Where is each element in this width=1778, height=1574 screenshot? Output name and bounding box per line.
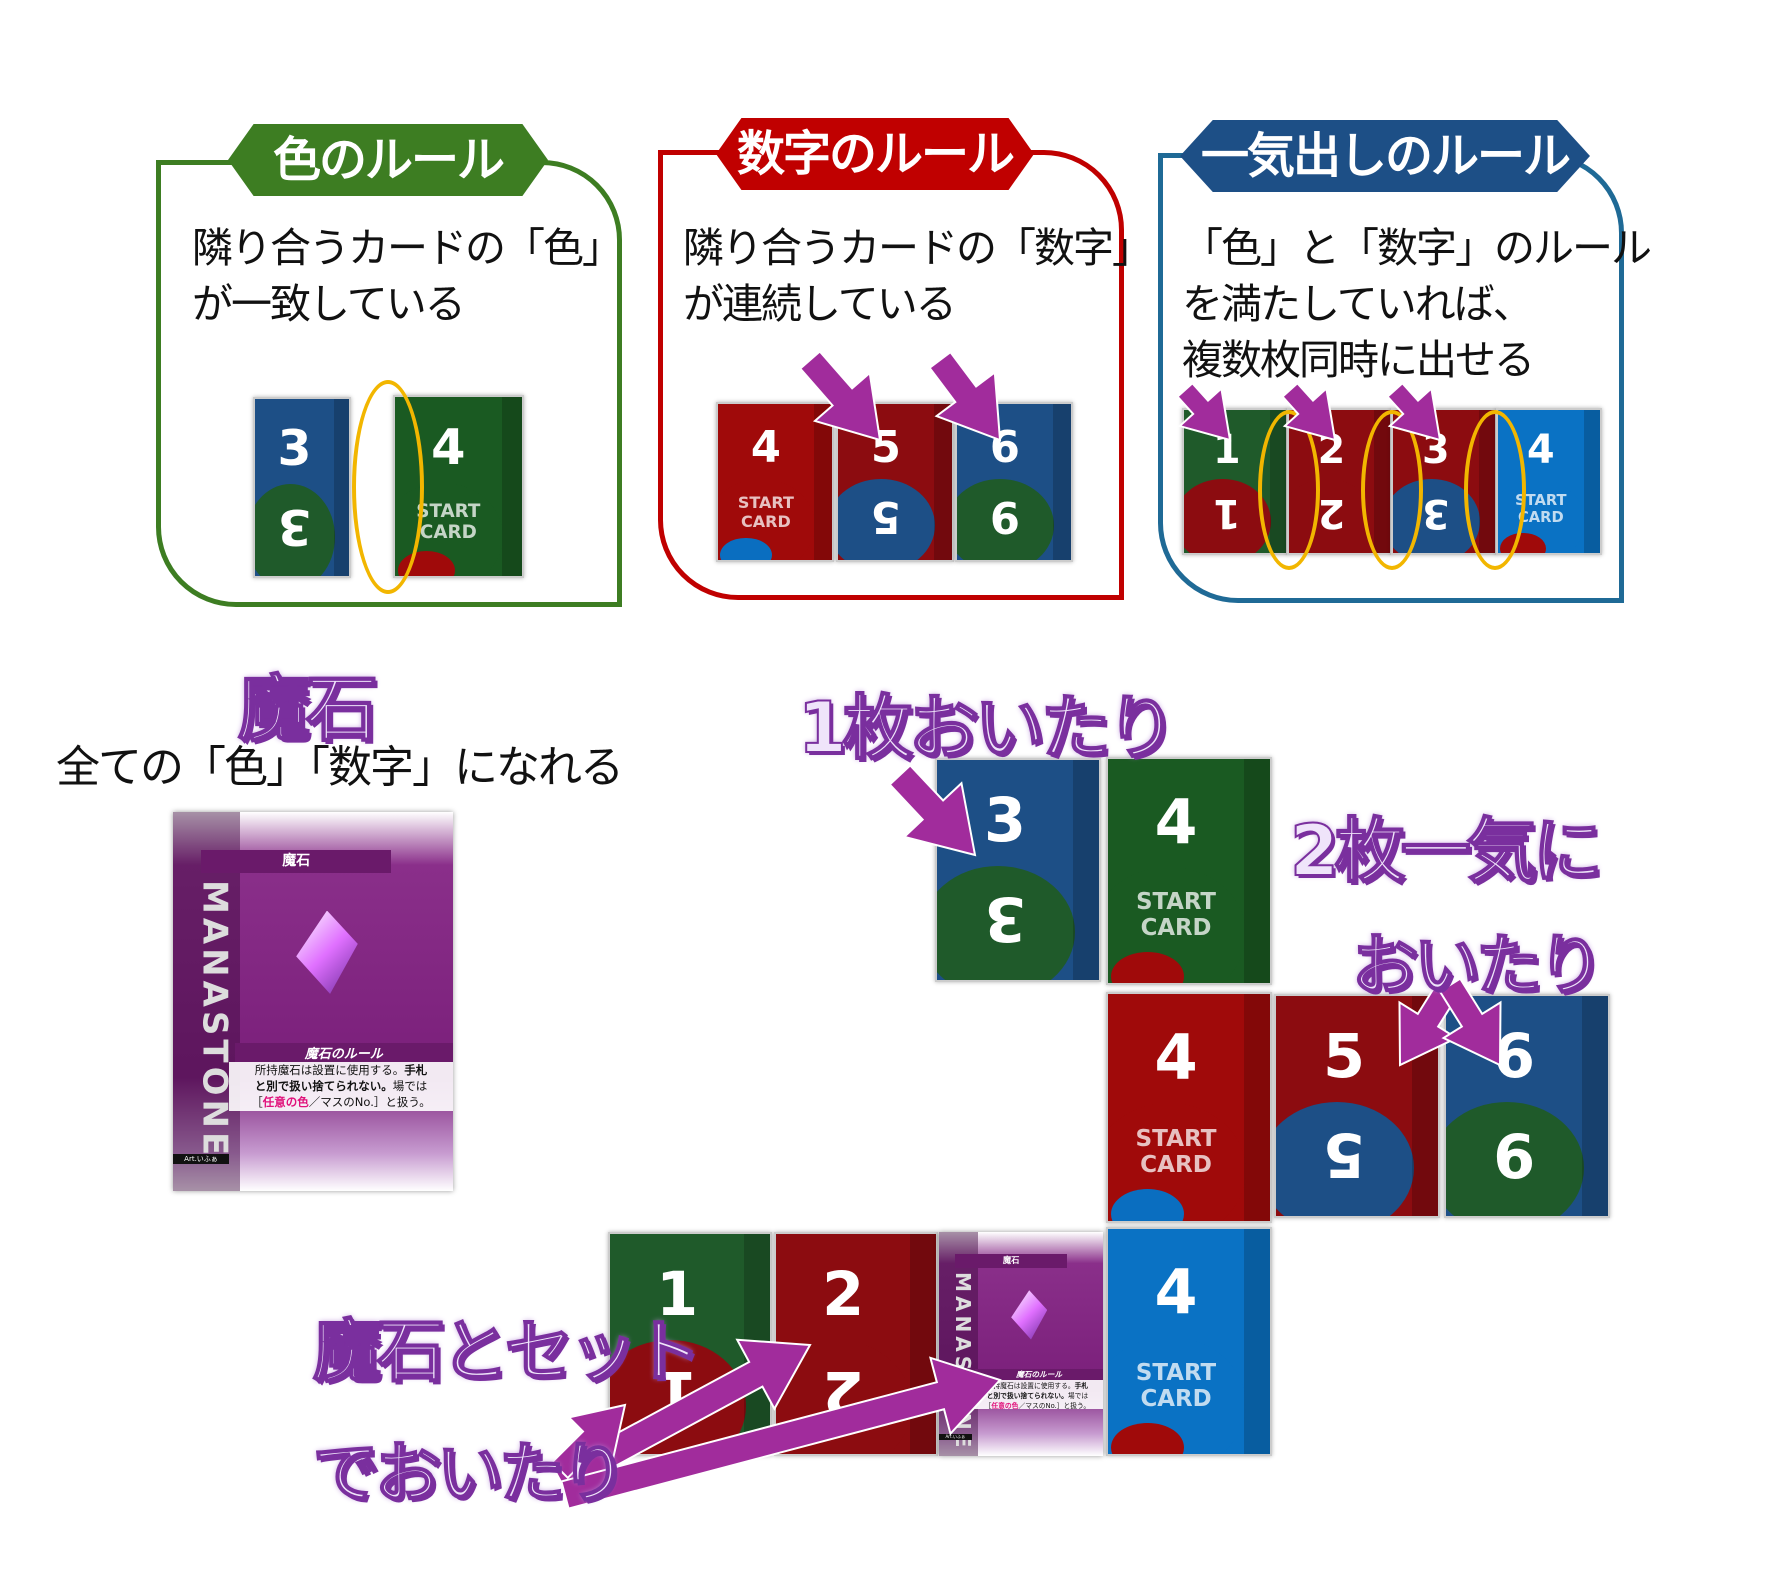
card-color-blob bbox=[1276, 1101, 1414, 1216]
card-number-top: 3 bbox=[984, 786, 1027, 857]
rule-text: 任意の色 bbox=[991, 1401, 1019, 1410]
rule-text: ［ bbox=[984, 1401, 992, 1410]
card-header: 魔石 bbox=[955, 1254, 1067, 1268]
card-number-top: 4 bbox=[750, 422, 781, 473]
card-color-blob bbox=[1184, 478, 1271, 553]
start-card-label: START CARD bbox=[1136, 888, 1216, 942]
art-credit: Art.いふぁ bbox=[173, 1154, 229, 1165]
card-stripe bbox=[333, 399, 349, 576]
purple-arrow-icon bbox=[1176, 381, 1232, 442]
card-color-blob bbox=[1446, 1101, 1584, 1216]
card-number-top: 5 bbox=[1323, 1022, 1366, 1093]
card-stripe bbox=[1073, 760, 1099, 980]
bulk-rule-title: 一気出しのルール bbox=[1180, 120, 1590, 192]
rule-text: 手札 bbox=[1074, 1381, 1089, 1390]
rule-text: 所持魔石は設置に使用する。 bbox=[986, 1381, 1075, 1390]
label-set-a: 魔石とセット bbox=[312, 1312, 702, 1393]
card-stripe bbox=[813, 404, 832, 560]
card-color-blob bbox=[957, 478, 1054, 560]
card-number-top: 4 bbox=[1154, 1021, 1198, 1095]
card-number-top: 3 bbox=[277, 420, 312, 478]
manastone-vertical-title: MANASTONE bbox=[194, 880, 235, 1160]
card-stripe bbox=[1582, 996, 1608, 1216]
manastone-subtitle: 全ての「色」「数字」になれる bbox=[56, 742, 624, 793]
rule-body: 所持魔石は設置に使用する。手札と別で扱い捨てられない。場では ［任意の色／マスのN… bbox=[229, 1062, 453, 1112]
card-number-top: 4 bbox=[1154, 785, 1198, 858]
rule-text: と別で扱い捨てられない。 bbox=[254, 1079, 393, 1094]
card-number-top: 4 bbox=[1154, 1256, 1198, 1328]
purple-arrow-icon bbox=[1281, 381, 1337, 442]
card-number-top: 2 bbox=[822, 1260, 865, 1331]
card-corner-blob bbox=[720, 538, 772, 560]
rule-text: 場では bbox=[392, 1079, 428, 1094]
card-color-blob bbox=[838, 478, 935, 560]
rule-text: 手札 bbox=[404, 1063, 428, 1078]
purple-arrow-icon bbox=[1386, 381, 1442, 442]
label-place-one: 1枚おいたり bbox=[797, 686, 1178, 770]
start-card-label: START CARD bbox=[1135, 1359, 1217, 1412]
card-color-blob bbox=[937, 865, 1075, 980]
highlight-ellipse bbox=[1464, 410, 1526, 570]
card-corner-blob bbox=[1111, 1189, 1185, 1221]
rule-text: 場では bbox=[1067, 1391, 1089, 1400]
card-stripe bbox=[1244, 994, 1270, 1221]
number-rule-text: 隣り合うカードの「数字」 が連続している bbox=[683, 224, 1153, 328]
card-number-top: 1 bbox=[656, 1260, 699, 1331]
rule-text: と別で扱い捨てられない。 bbox=[986, 1391, 1068, 1400]
rule-text: 所持魔石は設置に使用する。 bbox=[254, 1063, 405, 1078]
rule-text: 任意の色 bbox=[262, 1095, 309, 1110]
color-rule-text: 隣り合うカードの「色」 が一致している bbox=[192, 224, 623, 328]
manastone-card: MANASTONE 魔石魔石のルール所持魔石は設置に使用する。手札と別で扱い捨てら… bbox=[173, 812, 453, 1191]
label-set-b: でおいたり bbox=[312, 1434, 628, 1513]
highlight-ellipse bbox=[352, 380, 424, 594]
start-card-label: START CARD bbox=[1135, 1125, 1217, 1179]
rule-text: ／マスのNo.］と扱う。 bbox=[308, 1095, 431, 1110]
start-card-label: START CARD bbox=[1515, 491, 1567, 526]
purple-arrow-icon bbox=[928, 350, 1002, 442]
art-credit: Art.いふぁ bbox=[939, 1434, 972, 1441]
color-rule-title: 色のルール bbox=[228, 124, 548, 196]
purple-arrow-icon bbox=[888, 764, 977, 857]
card-stripe bbox=[1052, 404, 1071, 560]
rule-header: 魔石のルール bbox=[975, 1368, 1103, 1380]
purple-arrow-icon bbox=[560, 1356, 1002, 1510]
bulk-rule-text: 「色」と「数字」のルール を満たしていれば、 複数枚同時に出せる bbox=[1182, 224, 1652, 384]
manastone-title: 魔石 bbox=[237, 666, 379, 752]
card-stripe bbox=[1244, 1229, 1270, 1454]
rule-text: ［ bbox=[251, 1095, 263, 1110]
label-place-two-b: おいたり bbox=[1351, 926, 1605, 1005]
card-color-blob bbox=[255, 483, 335, 576]
number-rule-title: 数字のルール bbox=[716, 118, 1034, 190]
purple-arrow-icon bbox=[550, 1403, 627, 1480]
label-place-two-a: 2枚一気に bbox=[1289, 809, 1604, 893]
card-side-band bbox=[173, 812, 241, 1191]
purple-arrow-icon bbox=[1438, 977, 1502, 1067]
card-stripe bbox=[933, 404, 952, 560]
card-header: 魔石 bbox=[201, 849, 392, 873]
rule-text: ／マスのNo.］と扱う。 bbox=[1018, 1401, 1091, 1410]
purple-arrow-icon bbox=[798, 350, 882, 442]
start-card-label: START CARD bbox=[416, 500, 481, 543]
highlight-ellipse bbox=[1258, 410, 1320, 570]
card-stripe bbox=[1583, 410, 1600, 553]
start-card-label: START CARD bbox=[737, 493, 794, 531]
card-stripe bbox=[501, 397, 522, 576]
card-number-top: 4 bbox=[431, 418, 466, 477]
card-stripe bbox=[1244, 759, 1270, 983]
highlight-ellipse bbox=[1361, 410, 1423, 570]
rule-header: 魔石のルール bbox=[234, 1043, 453, 1062]
card-number-top: 4 bbox=[1527, 427, 1555, 474]
